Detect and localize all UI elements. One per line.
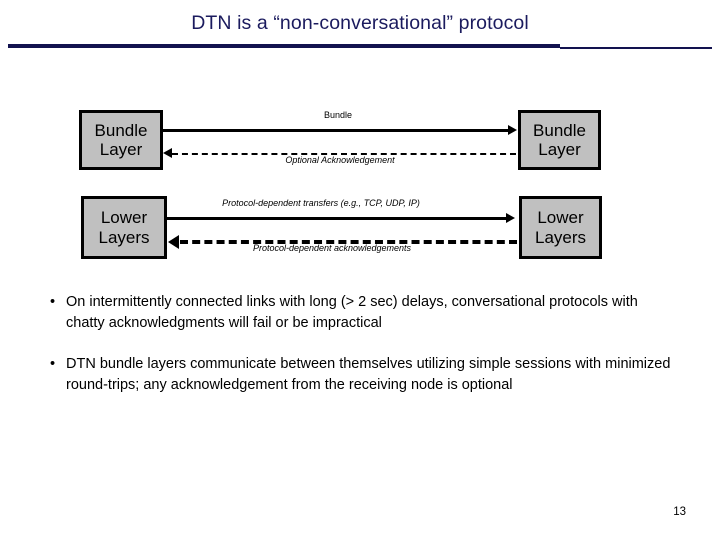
node-label-line2: Layers: [98, 227, 150, 247]
arrow-right-icon: [508, 125, 517, 135]
bullet-text: On intermittently connected links with l…: [66, 294, 638, 332]
bullet-marker-icon: •: [50, 356, 56, 373]
protocol-diagram: Bundle Layer Lower Layers Bundle Layer L…: [79, 110, 602, 259]
node-lower-layers-right: Lower Layers: [519, 196, 602, 259]
edge-bundle-forward-line: [163, 129, 510, 132]
node-label-line2: Layer: [538, 140, 581, 159]
node-label-line2: Layer: [99, 140, 143, 159]
title-rule-thin: [560, 47, 712, 49]
bullet-text: DTN bundle layers communicate between th…: [66, 356, 671, 394]
edge-lower-forward-line: [167, 217, 507, 220]
edge-label-bundle-ack: Optional Acknowledgement: [285, 155, 395, 165]
arrow-left-icon: [168, 235, 179, 249]
node-label-line1: Lower: [100, 208, 148, 228]
page-title: DTN is a “non-conversational” protocol: [191, 12, 529, 34]
bullet-list: • On intermittently connected links with…: [0, 292, 720, 416]
edge-lower-ack-line: [180, 240, 517, 244]
arrow-left-icon: [163, 148, 172, 158]
node-label-line1: Bundle: [533, 120, 586, 140]
node-label-line1: Lower: [537, 208, 584, 228]
edge-label-bundle-forward: Bundle: [323, 110, 353, 120]
arrow-right-icon: [506, 213, 515, 223]
edge-label-lower-forward: Protocol-dependent transfers (e.g., TCP,…: [222, 198, 420, 208]
list-item: • DTN bundle layers communicate between …: [0, 354, 720, 396]
node-lower-layers-left: Lower Layers: [81, 196, 167, 259]
node-label-line2: Layers: [534, 227, 587, 247]
edge-label-lower-ack: Protocol-dependent acknowledgements: [252, 243, 412, 253]
list-item: • On intermittently connected links with…: [0, 292, 720, 334]
node-label-line1: Bundle: [94, 120, 148, 140]
node-bundle-layer-right: Bundle Layer: [518, 110, 601, 170]
page-number: 13: [673, 506, 686, 518]
bullet-marker-icon: •: [50, 294, 56, 310]
node-bundle-layer-left: Bundle Layer: [79, 110, 163, 170]
title-rule-thick: [8, 44, 560, 48]
edge-bundle-ack-line: [172, 153, 516, 155]
